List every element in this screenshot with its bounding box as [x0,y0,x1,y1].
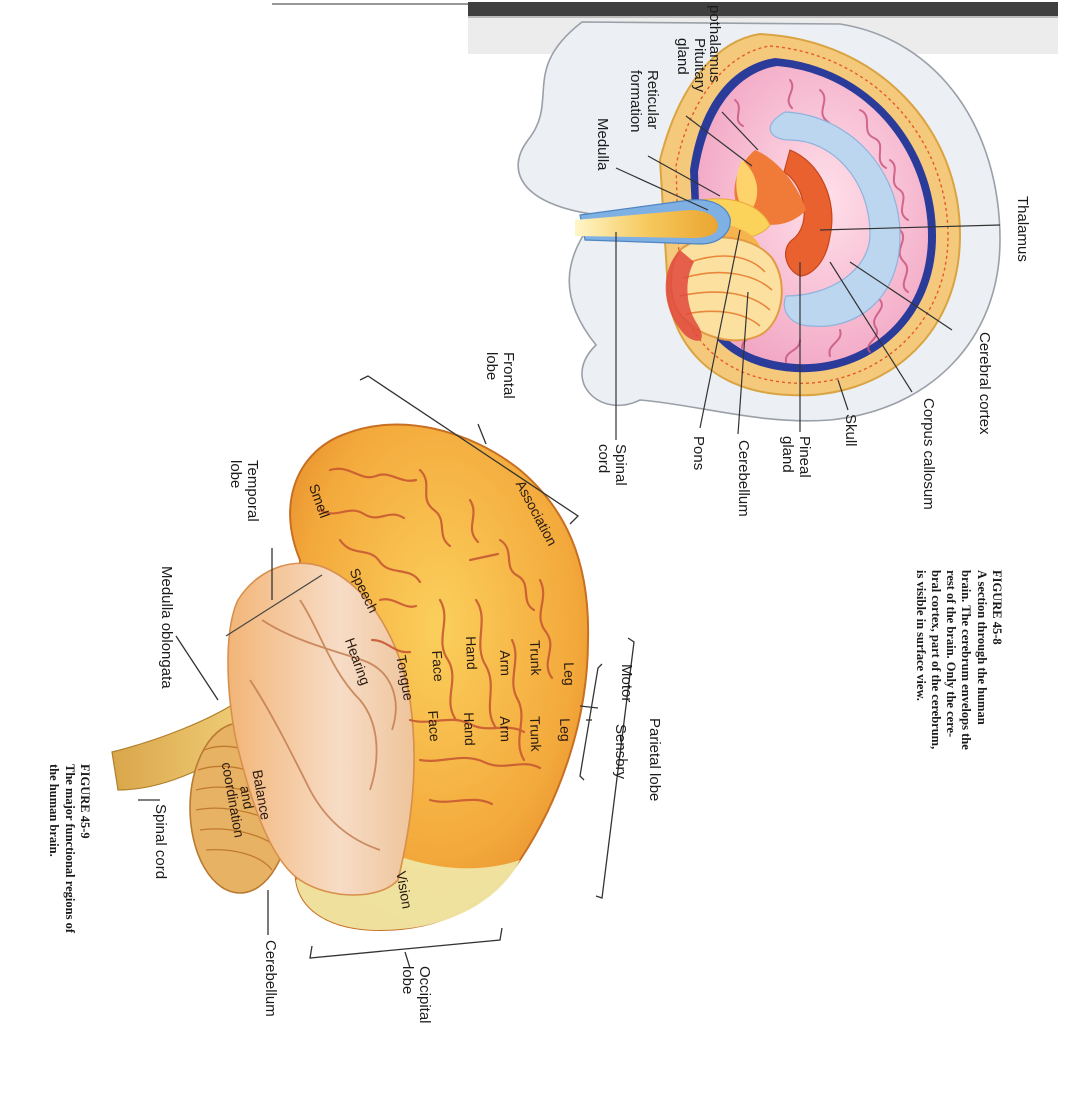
region-hand-sensory: Hand [461,711,479,746]
label-medulla: Medulla [594,118,611,171]
label-medulla-oblongata: Medulla oblongata [158,566,175,689]
label-corpus-callosum: Corpus callosum [920,398,937,510]
brainstem-section [575,199,731,245]
caption-45-8-line: brain. The cerebrum envelops the [959,570,974,750]
cerebellum-section [665,236,783,342]
label-temporal-lobe: Temporal lobe [227,460,262,522]
caption-45-9-line: the human brain. [47,764,62,857]
region-leg-motor: Leg [561,661,578,686]
caption-45-8-body: A section through the human brain. The c… [913,570,989,750]
caption-45-8-line: rest of the brain. Only the cere- [944,570,959,738]
region-face-motor: Face [429,649,448,683]
label-pineal-gland: Pineal gland [779,436,814,478]
label-motor: Motor [618,664,635,703]
cerebrum-surface [225,423,590,932]
section-leader-lines [615,111,1001,440]
label-hypothalamus: pothalamus [706,5,723,83]
caption-45-9-title: FIGURE 45-9 [78,764,92,839]
caption-45-8-title: FIGURE 45-8 [990,570,1004,645]
label-cerebellum-section: Cerebellum [735,440,752,517]
label-pituitary-gland: Pituitary gland [674,38,709,93]
label-spinal-cord-section: Spinal cord [595,444,630,486]
region-arm-motor: Arm [497,649,514,677]
label-cerebral-cortex: Cerebral cortex [976,332,993,435]
region-trunk-motor: Trunk [527,639,545,676]
surface-brackets [138,375,635,969]
label-reticular-formation: Reticular formation [627,70,662,133]
label-occipital-lobe: Occipital lobe [399,966,434,1024]
label-pons: Pons [690,436,707,471]
label-parietal-lobe: Parietal lobe [646,718,663,802]
region-face-sensory: Face [425,709,444,743]
region-trunk-sensory: Trunk [527,715,545,752]
label-cerebellum-surface: Cerebellum [262,940,279,1017]
caption-45-9-line: The major functional regions of [62,764,77,933]
caption-45-8-line: is visible in surface view. [913,570,928,701]
caption-45-8-line: A section through the human [974,570,989,725]
region-arm-sensory: Arm [497,715,514,743]
label-spinal-cord-surface: Spinal cord [152,804,169,880]
caption-45-9-body: The major functional regions of the huma… [46,764,77,933]
label-frontal-lobe: Frontal lobe [483,352,518,399]
label-thalamus: Thalamus [1014,196,1031,262]
caption-figure-45-8: FIGURE 45-8 A section through the human … [913,570,1004,750]
label-sensory: Sensory [612,724,629,780]
caption-45-8-line: bral cortex, part of the cerebrum, [929,570,943,750]
region-hand-motor: Hand [463,635,481,670]
caption-figure-45-9: FIGURE 45-9 The major functional regions… [46,764,93,933]
label-skull: Skull [842,414,859,447]
region-leg-sensory: Leg [557,717,574,742]
